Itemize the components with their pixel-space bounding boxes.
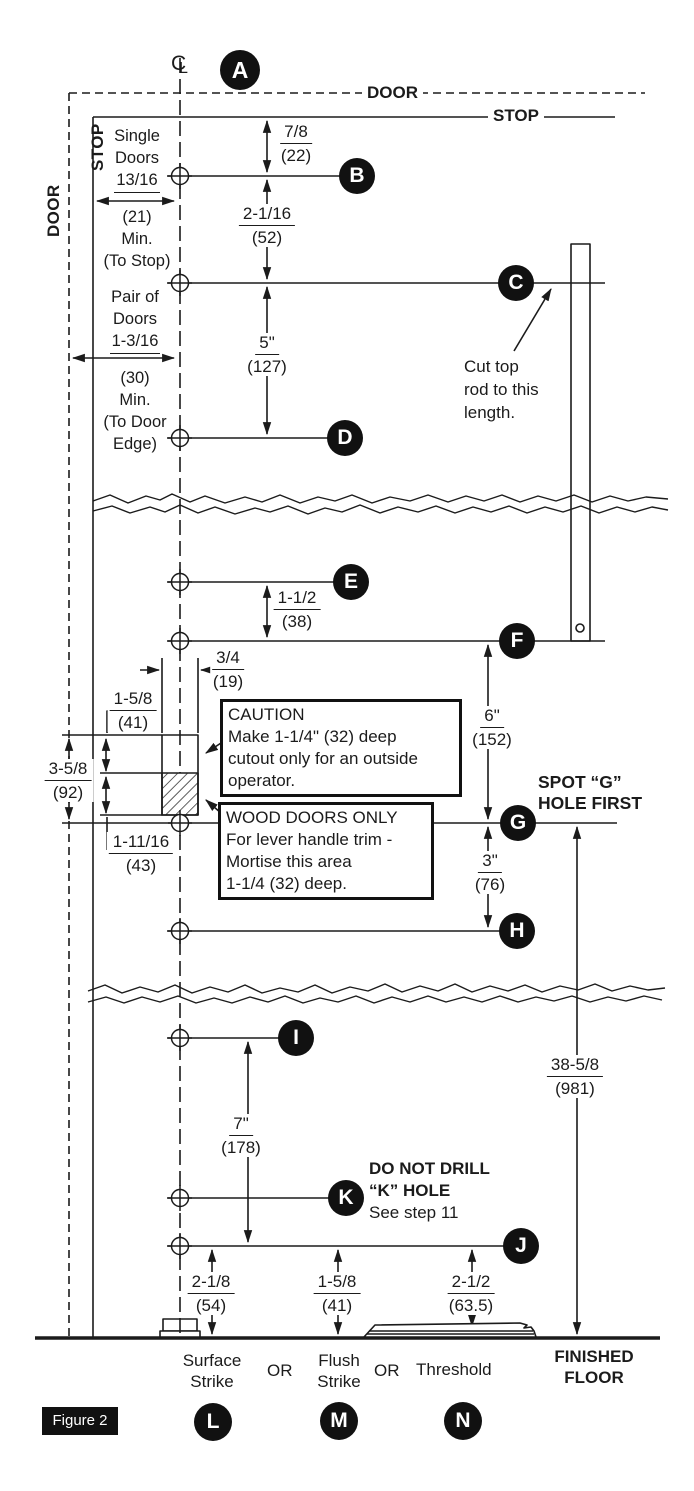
dim-6: 6"(152)	[470, 706, 514, 750]
stop-line-label: STOP	[488, 106, 544, 127]
pair-min: Min.	[119, 391, 151, 409]
pair-l1: Pair of	[111, 288, 159, 306]
badge-l: L	[194, 1403, 232, 1441]
wood-doors-box: WOOD DOORS ONLY For lever handle trim - …	[218, 802, 434, 900]
single-doors-note: Single Doors 13/16 (21) Min. (To Stop)	[96, 125, 178, 272]
single-frac: 13/16	[96, 169, 178, 193]
wood-l3: Mortise this area	[226, 852, 352, 871]
pair-mm: (30)	[120, 369, 150, 387]
hole-d	[168, 425, 192, 451]
k-hole-note: DO NOT DRILL “K” HOLE See step 11	[369, 1158, 490, 1224]
cl-l: L	[179, 60, 188, 77]
badge-e: E	[333, 564, 369, 600]
dim-7: 7"(178)	[219, 1114, 263, 1158]
pair-doors-note: Pair of Doors 1-3/16 (30) Min. (To Door …	[92, 286, 178, 455]
badge-n: N	[444, 1402, 482, 1440]
figure-caption: Figure 2	[42, 1407, 118, 1435]
dim-3-5-8: 3-5/8(92)	[42, 759, 94, 803]
mortise-cutout	[62, 658, 199, 850]
dim-2-1-2: 2-1/2(63.5)	[445, 1272, 497, 1316]
hole-c	[168, 270, 192, 296]
door-line-label: DOOR	[362, 83, 423, 104]
hole-h	[168, 918, 192, 944]
threshold-profile	[363, 1322, 537, 1338]
door-left-label: DOOR	[44, 184, 63, 237]
dim-3-4: 3/4(19)	[210, 648, 246, 692]
dim-3: 3"(76)	[472, 851, 508, 895]
badge-a: A	[220, 50, 260, 90]
single-l1: Single	[114, 127, 160, 145]
pair-todoor: (To Door	[103, 413, 167, 431]
or-label-1: OR	[267, 1361, 293, 1380]
spot-g-note: SPOT “G” HOLE FIRST	[538, 772, 643, 813]
badge-m: M	[320, 1402, 358, 1440]
badge-c: C	[498, 265, 534, 301]
badge-b: B	[339, 158, 375, 194]
hole-f	[168, 628, 192, 654]
dim-2-1-8: 2-1/8(54)	[185, 1272, 237, 1316]
dim-7-8: 7/8(22)	[278, 122, 314, 166]
hole-e	[168, 569, 192, 595]
hole-j	[168, 1233, 192, 1259]
caution-box: CAUTION Make 1-1/4" (32) deep cutout onl…	[220, 699, 462, 797]
pair-frac: 1-3/16	[92, 330, 178, 354]
badge-i: I	[278, 1020, 314, 1056]
badge-k: K	[328, 1180, 364, 1216]
pair-edge: Edge)	[112, 435, 158, 453]
badge-f: F	[499, 623, 535, 659]
badge-j: J	[503, 1228, 539, 1264]
caution-l2: cutout only for an outside	[228, 749, 418, 768]
dim-1-5-8-a: 1-5/8(41)	[107, 689, 159, 733]
dim-1-11-16: 1-11/16(43)	[106, 832, 176, 876]
k-note-l1: DO NOT DRILL	[369, 1159, 490, 1178]
badge-g: G	[500, 805, 536, 841]
dim-1-1-2: 1-1/2(38)	[271, 588, 323, 632]
threshold-label: Threshold	[416, 1360, 492, 1379]
caution-title: CAUTION	[228, 705, 305, 724]
cut-rod-note: Cut top rod to this length.	[464, 357, 539, 422]
hole-b	[168, 163, 192, 189]
hole-i	[168, 1025, 192, 1051]
wood-l1: WOOD DOORS ONLY	[226, 808, 398, 827]
break-lines	[87, 493, 669, 1004]
top-rod	[570, 243, 591, 642]
hole-k	[168, 1185, 192, 1211]
dim-1-5-8-b: 1-5/8(41)	[311, 1272, 363, 1316]
cl-c: C	[171, 52, 187, 75]
hole-g	[168, 810, 192, 836]
wood-l4: 1-1/4 (32) deep.	[226, 874, 347, 893]
dim-5: 5"(127)	[245, 333, 289, 377]
k-note-l3: See step 11	[369, 1203, 459, 1222]
single-tostop: (To Stop)	[103, 252, 171, 270]
dim-38-5-8: 38-5/8(981)	[544, 1055, 606, 1099]
caution-l3: operator.	[228, 771, 296, 790]
wood-l2: For lever handle trim -	[226, 830, 393, 849]
single-min: Min.	[121, 230, 153, 248]
hole-markers	[168, 163, 192, 1259]
single-l2: Doors	[114, 149, 159, 167]
or-label-2: OR	[374, 1361, 400, 1380]
badge-h: H	[499, 913, 535, 949]
badge-d: D	[327, 420, 363, 456]
caution-l1: Make 1-1/4" (32) deep	[228, 727, 397, 746]
single-mm: (21)	[122, 208, 152, 226]
k-note-l2: “K” HOLE	[369, 1181, 451, 1200]
dim-2-1-16: 2-1/16(52)	[236, 204, 298, 248]
pair-l2: Doors	[112, 310, 157, 328]
